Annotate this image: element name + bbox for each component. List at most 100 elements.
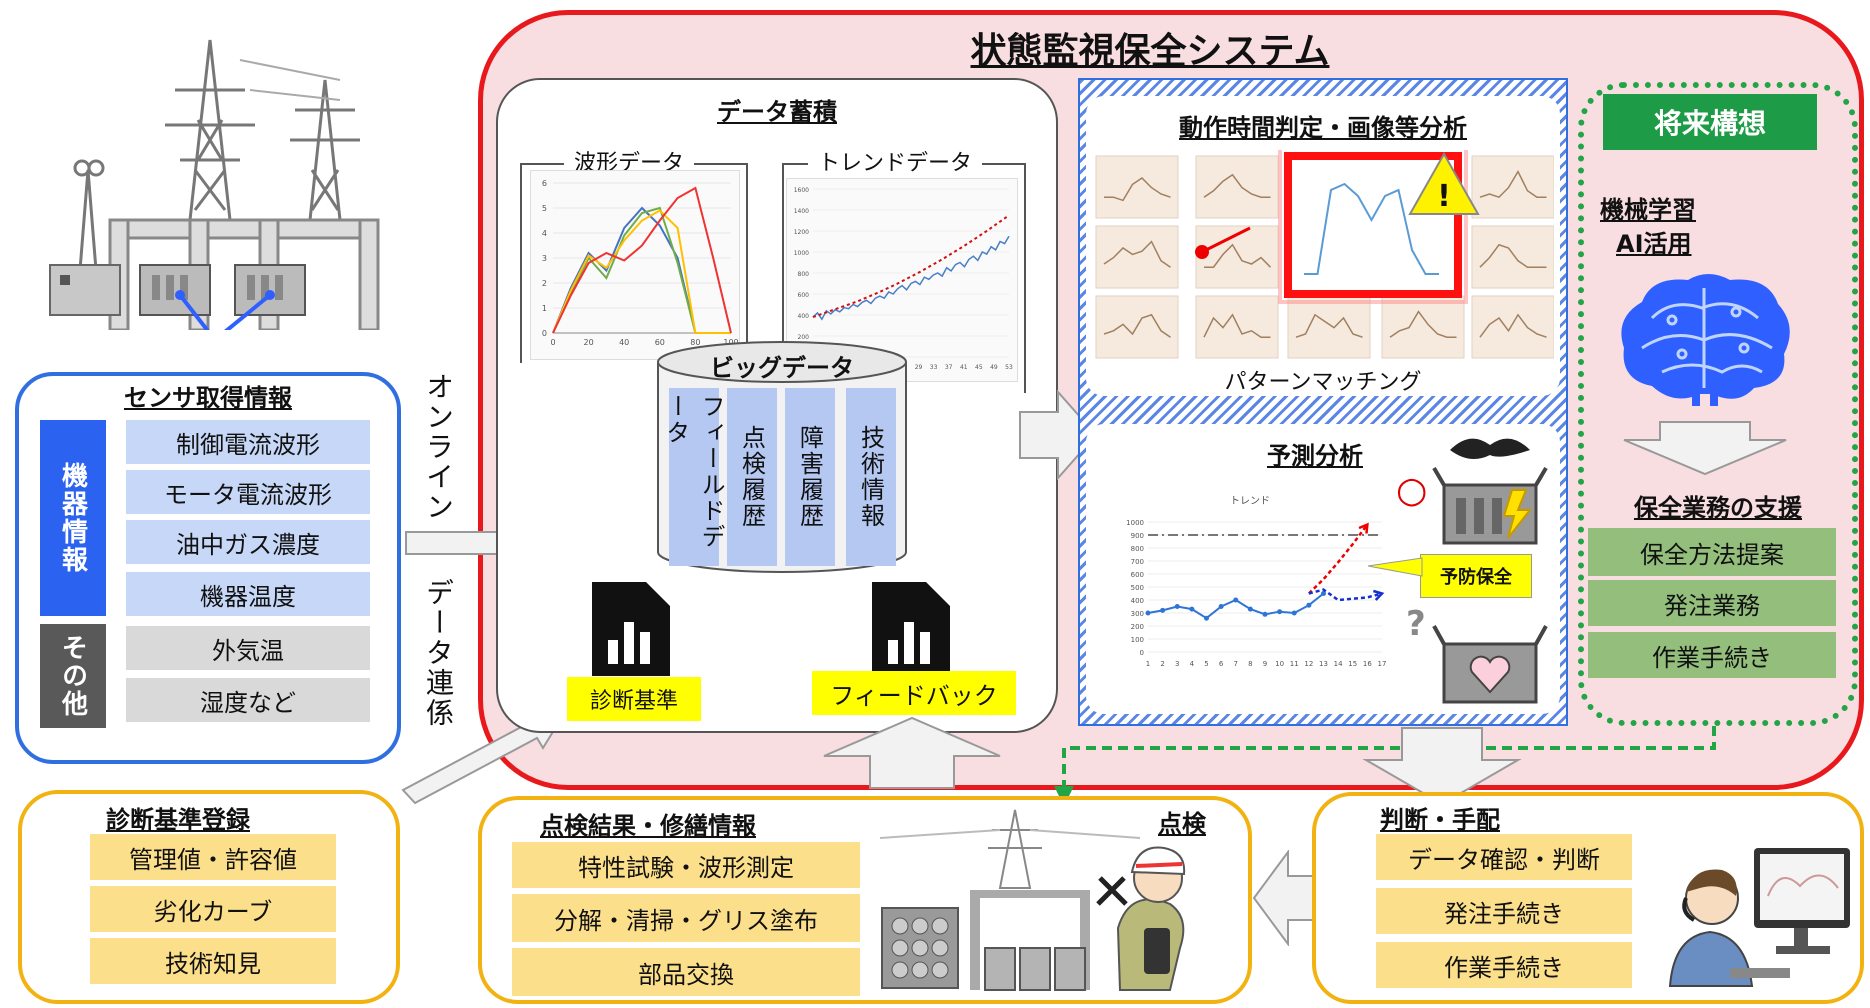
x-tick-label: 41: [960, 364, 968, 371]
warning-exclamation: !: [1437, 179, 1451, 214]
future-vision-frame: [1578, 82, 1858, 726]
thumbnail-line: [1479, 170, 1547, 199]
inspection-item: 分解・清掃・グリス塗布: [512, 894, 860, 942]
support-item: 保全方法提案: [1588, 528, 1836, 576]
y-tick-label: 200: [1131, 623, 1144, 631]
timing-analysis-title: 動作時間判定・画像等分析: [1179, 114, 1467, 142]
pattern-thumbnail: [1471, 225, 1554, 289]
sensor-item: モータ電流波形: [126, 470, 370, 514]
trend-point: [1204, 615, 1209, 621]
x-tick-label: 45: [975, 364, 983, 371]
pattern-thumbnail: [1095, 155, 1179, 219]
forecast-arrowhead: [1373, 589, 1385, 601]
trend-point: [1233, 597, 1239, 603]
x-tick-label: 49: [990, 364, 998, 371]
thumbnail-bg: [1195, 225, 1279, 289]
x-tick-label: 14: [1334, 660, 1343, 668]
inspection-label: 点検: [1158, 810, 1206, 838]
criteria-item: 劣化カーブ: [90, 886, 336, 932]
x-tick-label: 100: [723, 338, 738, 347]
y-tick-label: 1000: [1126, 519, 1144, 527]
operator-illustration: [1668, 848, 1850, 987]
pattern-matching-grid: !: [1095, 150, 1554, 359]
pattern-thumbnail: [1195, 155, 1279, 219]
trend-point: [1174, 604, 1180, 609]
y-tick-label: 800: [1131, 545, 1144, 553]
thumbnail-line: [1203, 313, 1271, 338]
y-tick-label: 1: [542, 304, 547, 313]
preventive-maintenance-callout: 予防保全: [1420, 554, 1532, 598]
inspection-item: 部品交換: [512, 948, 860, 996]
thumbnail-line: [1204, 243, 1272, 268]
x-tick-label: 40: [619, 338, 629, 347]
trend-point: [1189, 606, 1195, 612]
feedback-up-arrow: [823, 716, 1001, 789]
y-tick-label: 300: [1131, 610, 1144, 618]
diagnosis-criteria-label: 診断基準: [567, 677, 701, 721]
y-tick-label: 200: [798, 334, 810, 341]
waveform-series-line: [552, 186, 732, 334]
thumbnail-bg: [1287, 295, 1371, 359]
forecast-line: [1308, 523, 1369, 595]
match-pointer-line: [1201, 226, 1251, 254]
ai-brain-icon: [1621, 274, 1790, 406]
pattern-thumbnail: [1471, 295, 1554, 359]
thumbnail-bg: [1471, 155, 1554, 219]
y-tick-label: 400: [798, 313, 810, 320]
x-tick-label: 15: [1348, 660, 1357, 668]
power-substation-illustration: [49, 39, 380, 330]
highlight-glow: [1278, 150, 1468, 304]
pattern-thumbnail: [1381, 295, 1465, 359]
x-tick-label: 13: [1319, 660, 1328, 668]
y-tick-label: 2: [542, 279, 547, 288]
inspection-item: 特性試験・波形測定: [512, 842, 860, 888]
criteria-registration-title: 診断基準登録: [106, 806, 250, 834]
callout-pointer: [1367, 557, 1423, 577]
trend-point: [1145, 610, 1151, 616]
pattern-thumbnail: [1195, 295, 1279, 359]
ai-utilization-label: AI活用: [1616, 230, 1692, 258]
trend-series-line: [812, 214, 1010, 319]
x-tick-label: 7: [1234, 660, 1238, 668]
trend-point: [1321, 591, 1326, 596]
y-tick-label: 500: [1131, 584, 1144, 592]
online-label: オンライン: [422, 372, 455, 522]
y-tick-label: 700: [1131, 558, 1144, 566]
system-title: 状態監視保全システム: [970, 31, 1330, 72]
support-item: 作業手続き: [1588, 632, 1836, 678]
inspection-site-illustration: [880, 809, 1186, 991]
thumbnail-line: [1479, 243, 1547, 268]
thumbnail-line: [1104, 177, 1171, 202]
x-tick-label: 6: [1219, 660, 1224, 668]
thumbnail-line: [1103, 240, 1171, 268]
pattern-matching-label: パターンマッチング: [1224, 370, 1422, 395]
sensor-item: 油中ガス濃度: [126, 520, 370, 564]
x-tick-label: 8: [1248, 660, 1252, 668]
data-link-label: データ連係: [422, 578, 455, 728]
y-tick-label: 900: [1131, 532, 1144, 540]
y-tick-label: 600: [798, 292, 810, 299]
trend-point: [1247, 606, 1253, 612]
x-tick-label: 33: [930, 364, 938, 371]
trend-point: [1218, 604, 1224, 609]
support-item: 発注業務: [1588, 580, 1836, 626]
y-tick-label: 4: [542, 229, 547, 238]
x-tick-label: 9: [1263, 660, 1267, 668]
trend-label: トレンドデータ: [808, 145, 983, 177]
bigdata-column: 点検履歴: [727, 388, 777, 566]
matched-pattern-line: [1304, 182, 1439, 275]
report-document-icon: [872, 582, 950, 676]
x-tick-label: 5: [1204, 660, 1208, 668]
x-tick-label: 60: [655, 338, 665, 347]
x-tick-label: 3: [1175, 660, 1179, 668]
sensor-item: 機器温度: [126, 572, 370, 616]
future-down-arrow: [1623, 421, 1787, 476]
thumbnail-line: [1479, 313, 1547, 338]
thumbnail-line: [1203, 173, 1271, 198]
x-tick-label: 4: [1190, 660, 1195, 668]
feedback-label: フィードバック: [812, 671, 1016, 715]
y-tick-label: 0: [1140, 649, 1144, 657]
to-judgment-arrow: [1362, 727, 1522, 806]
y-tick-label: 800: [798, 271, 810, 278]
